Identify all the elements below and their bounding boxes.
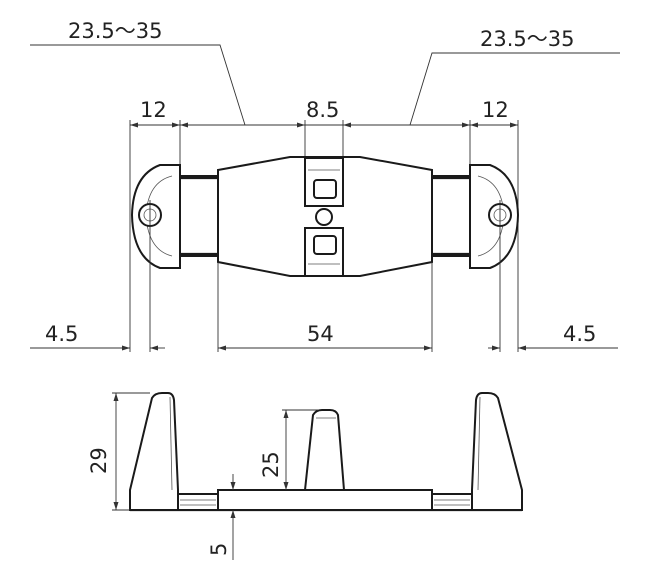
top-view: 23.5～35 23.5～35 12 8.5 12 4.5 54 4.5: [30, 19, 620, 352]
left-end-cap: [130, 164, 219, 352]
dim-right-width: 12: [482, 98, 509, 122]
dim-body-length: 54: [307, 322, 334, 346]
dim-top-right-range: 23.5～35: [480, 27, 574, 51]
right-end-cap: [431, 164, 520, 352]
dim-right-offset: 4.5: [563, 322, 596, 346]
dim-base-thickness: 5: [207, 543, 231, 556]
right-post: [471, 392, 523, 511]
side-view: 29 25 5: [87, 392, 523, 560]
dim-overall-height: 29: [87, 447, 111, 474]
bottom-dimension-row: [30, 345, 618, 351]
left-post: [129, 392, 179, 511]
dim-center-width: 8.5: [306, 98, 339, 122]
dim-top-left-range: 23.5～35: [68, 19, 162, 43]
leader-lines: [30, 44, 620, 126]
central-body: [217, 156, 433, 352]
dim-left-offset: 4.5: [45, 322, 78, 346]
center-post: [303, 409, 346, 491]
dim-center-height: 25: [259, 451, 283, 478]
dim-left-width: 12: [140, 98, 167, 122]
top-dimension-row: [129, 120, 519, 352]
